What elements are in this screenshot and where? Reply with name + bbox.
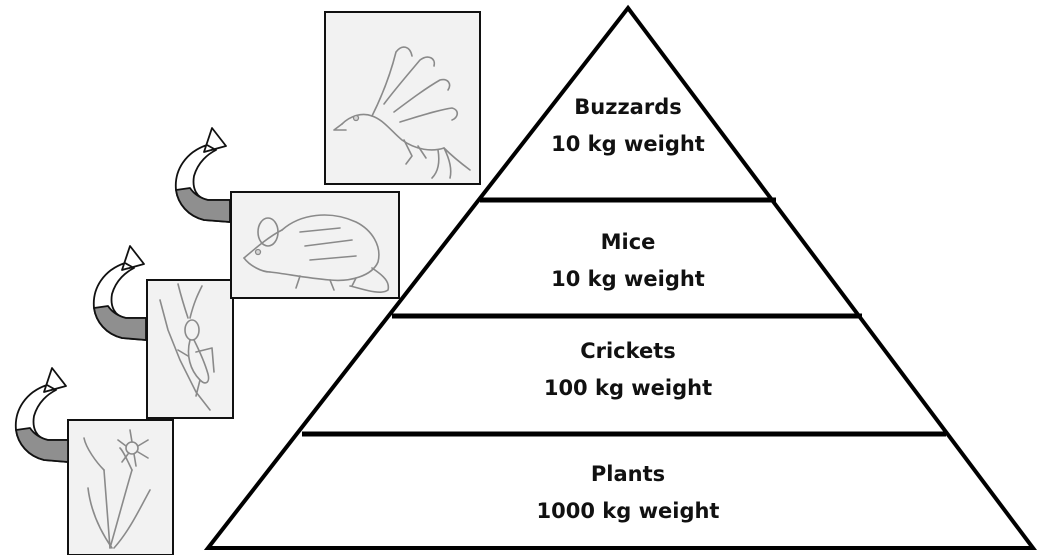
level-weight: 10 kg weight — [551, 267, 705, 291]
curved-arrow-icon — [176, 128, 230, 222]
level-name: Buzzards — [574, 95, 681, 119]
curved-arrow-icon — [94, 246, 146, 340]
level-weight: 100 kg weight — [544, 376, 712, 400]
level-weight: 10 kg weight — [551, 132, 705, 156]
curved-arrow-icon — [16, 368, 68, 462]
cricket-image — [147, 280, 233, 418]
mouse-image — [231, 192, 399, 298]
buzzard-image — [325, 12, 480, 184]
level-name: Crickets — [580, 339, 676, 363]
level-name: Plants — [591, 462, 665, 486]
plant-image — [68, 420, 173, 555]
level-weight: 1000 kg weight — [537, 499, 720, 523]
level-name: Mice — [601, 230, 656, 254]
